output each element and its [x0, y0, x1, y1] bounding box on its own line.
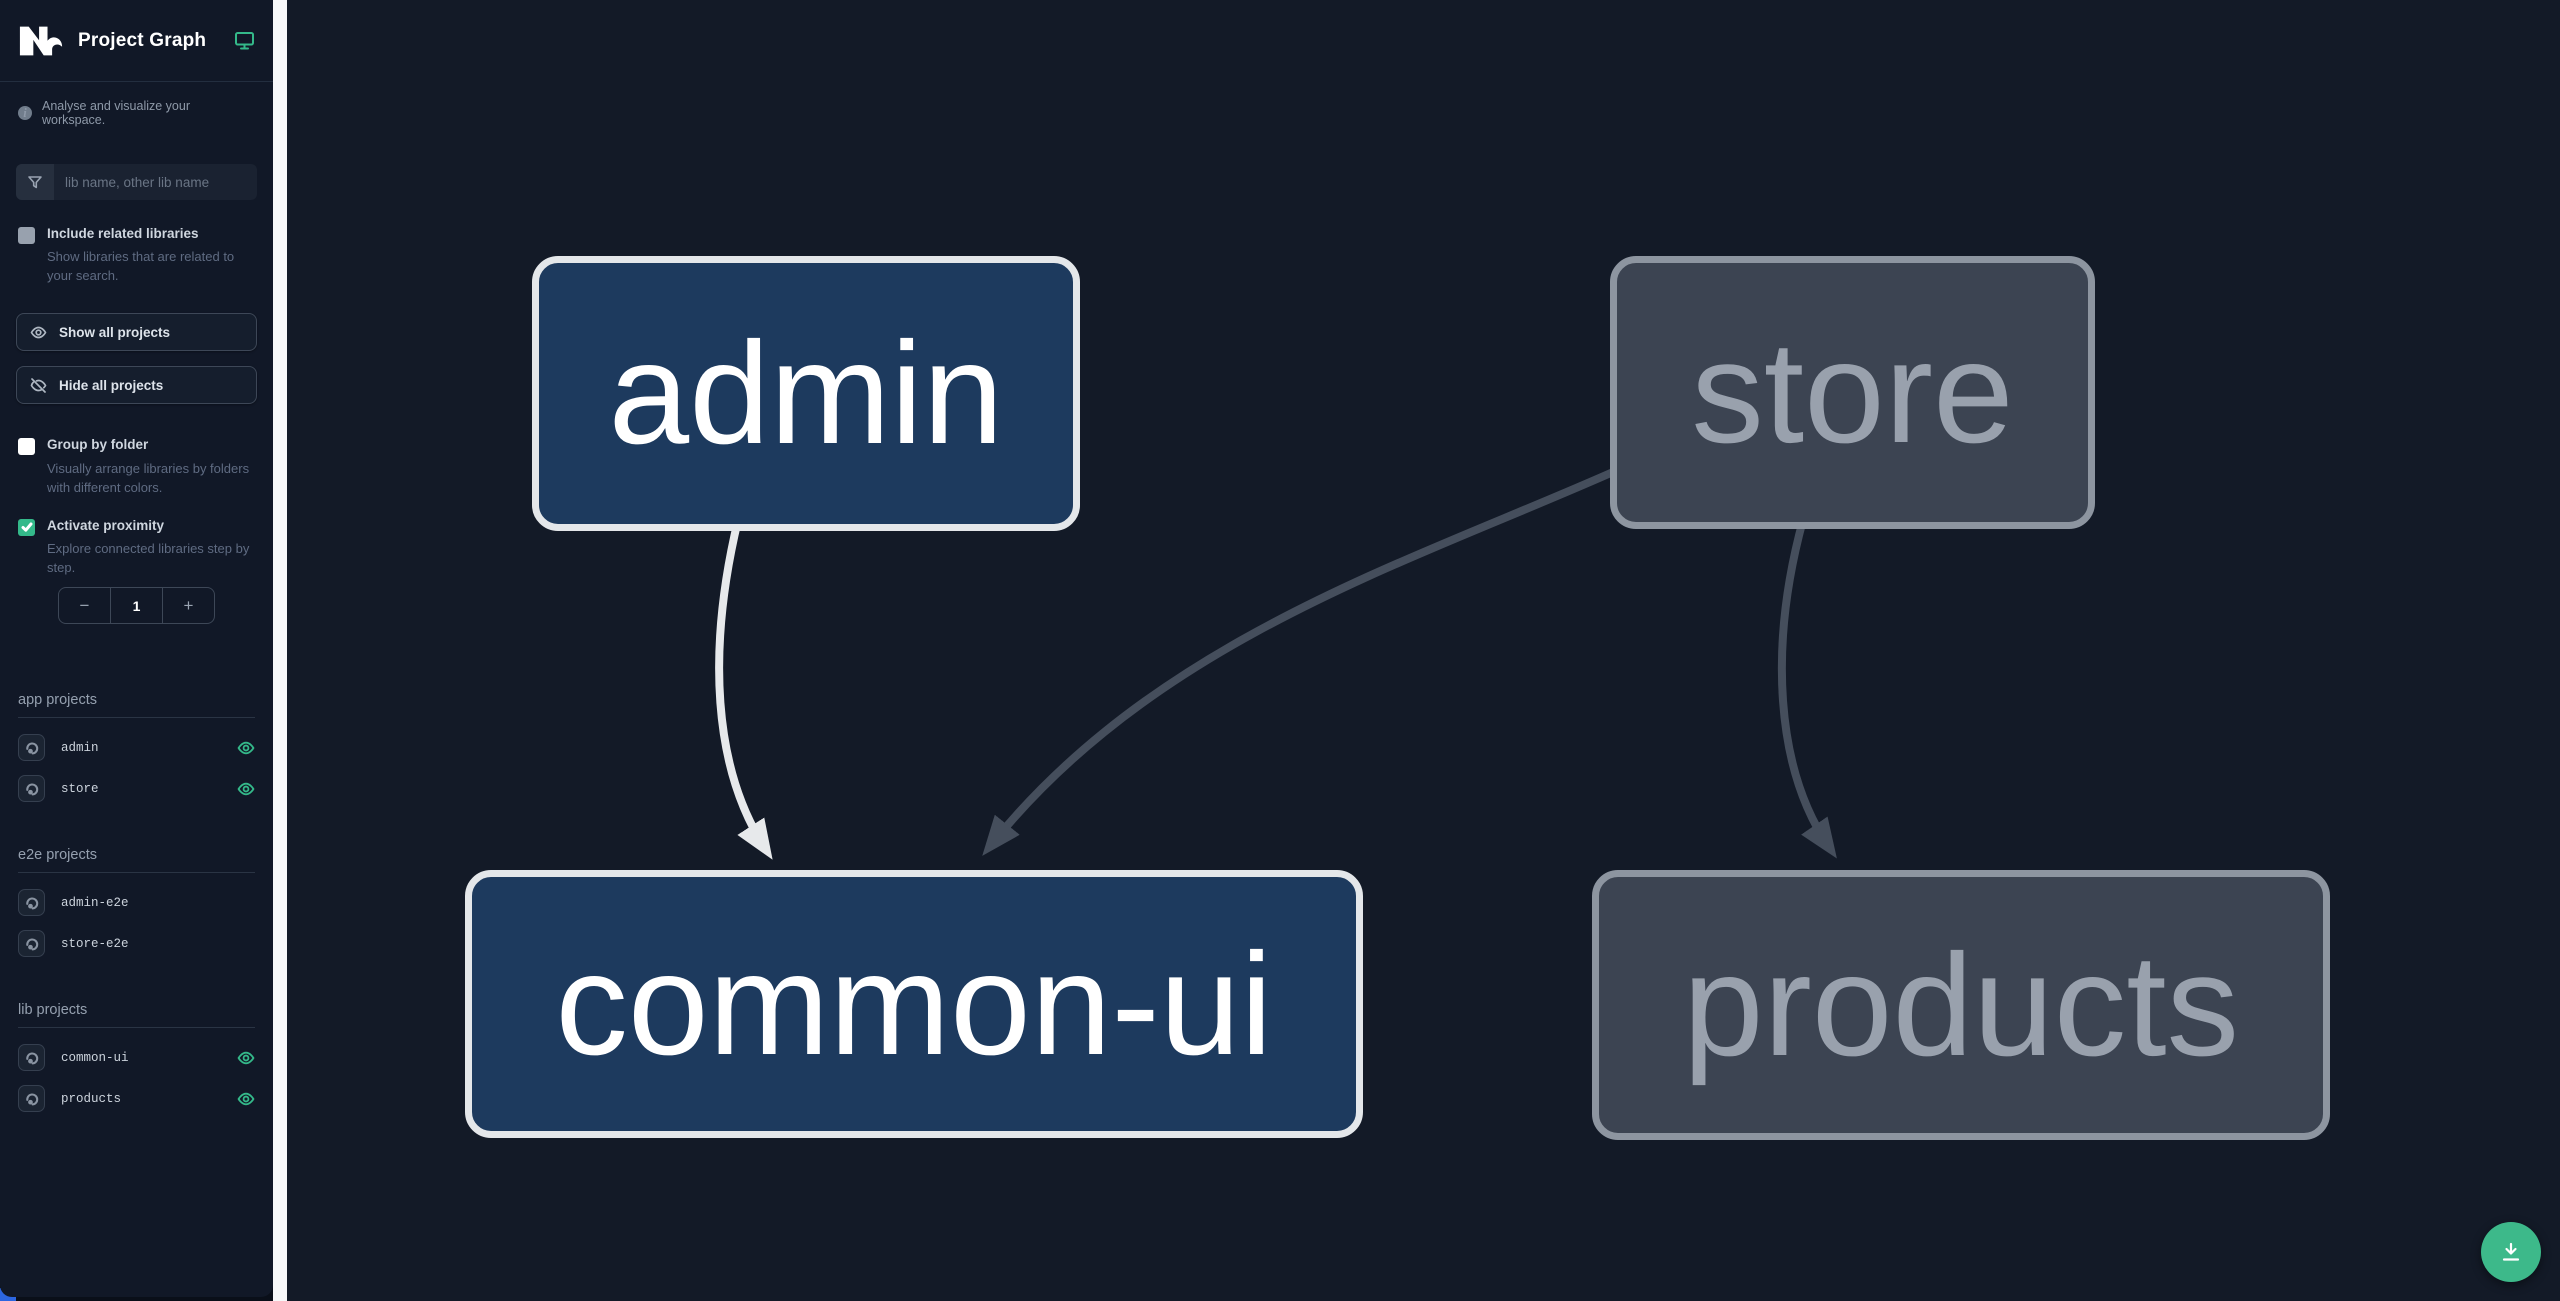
- section-app-projects: app projects admin s: [0, 692, 273, 809]
- search-input[interactable]: [54, 164, 257, 200]
- option-label: Activate proximity: [47, 517, 165, 533]
- section-title: app projects: [18, 692, 255, 719]
- project-icon: [26, 1093, 39, 1106]
- graph-node-admin[interactable]: admin: [532, 256, 1080, 531]
- project-row-store[interactable]: store: [0, 768, 273, 809]
- option-activate-proximity: Activate proximity Explore connected lib…: [0, 518, 273, 577]
- option-description: Explore connected libraries step by step…: [47, 541, 250, 576]
- project-name: products: [61, 1091, 122, 1106]
- option-group-by-folder: Group by folder Visually arrange librari…: [0, 437, 273, 496]
- option-description: Visually arrange libraries by folders wi…: [47, 460, 250, 495]
- project-name: common-ui: [61, 1050, 129, 1065]
- visibility-eye-toggle[interactable]: [237, 1049, 255, 1067]
- node-label: common-ui: [555, 922, 1273, 1085]
- option-include-related: Include related libraries Show libraries…: [0, 226, 273, 285]
- node-label: store: [1691, 311, 2014, 473]
- eye-icon: [237, 741, 255, 754]
- activate-proximity-checkbox[interactable]: [18, 518, 35, 536]
- edge-store-to-common-ui: [982, 464, 1624, 856]
- filter-icon: [16, 164, 54, 200]
- graph-node-products[interactable]: products: [1592, 870, 2330, 1140]
- monitor-icon: [235, 32, 254, 50]
- eye-off-icon: [30, 378, 47, 393]
- visibility-eye-toggle[interactable]: [237, 1090, 255, 1108]
- tagline-text: Analyse and visualize your workspace.: [42, 99, 190, 127]
- search-box: [16, 164, 257, 200]
- eye-icon: [237, 1092, 255, 1105]
- project-name: admin-e2e: [61, 895, 129, 910]
- info-icon: i: [18, 106, 32, 120]
- eye-icon: [237, 782, 255, 795]
- option-description: Show libraries that are related to your …: [47, 249, 235, 284]
- tagline: i Analyse and visualize your workspace.: [0, 82, 273, 127]
- project-name: store: [61, 781, 99, 796]
- node-label: products: [1682, 923, 2240, 1086]
- project-focus-button[interactable]: [18, 1044, 45, 1072]
- eye-icon: [30, 326, 47, 339]
- project-row-products[interactable]: products: [0, 1078, 273, 1119]
- theme-monitor-button[interactable]: [234, 30, 255, 51]
- project-icon: [26, 783, 39, 796]
- graph-node-store[interactable]: store: [1610, 256, 2095, 529]
- project-row-admin[interactable]: admin: [0, 727, 273, 768]
- project-focus-button[interactable]: [18, 775, 45, 803]
- sidebar: Project Graph i Analyse and visualize yo…: [0, 0, 273, 1297]
- option-label: Group by folder: [47, 437, 149, 453]
- include-related-checkbox[interactable]: [18, 227, 35, 244]
- project-row-admin-e2e[interactable]: admin-e2e: [0, 882, 273, 923]
- proximity-value: 1: [110, 588, 163, 624]
- project-icon: [26, 1052, 39, 1065]
- group-by-folder-checkbox[interactable]: [18, 438, 35, 456]
- project-row-store-e2e[interactable]: store-e2e: [0, 923, 273, 964]
- project-focus-button[interactable]: [18, 889, 45, 917]
- project-focus-button[interactable]: [18, 930, 45, 958]
- section-e2e-projects: e2e projects admin-e2e store-e2e: [0, 847, 273, 964]
- project-name: admin: [61, 740, 99, 755]
- graph-node-common-ui[interactable]: common-ui: [465, 870, 1363, 1138]
- project-focus-button[interactable]: [18, 1085, 45, 1113]
- visibility-eye-toggle[interactable]: [237, 739, 255, 757]
- show-all-projects-button[interactable]: Show all projects: [16, 313, 257, 352]
- section-lib-projects: lib projects common-ui: [0, 1002, 273, 1119]
- sidebar-resizer-handle[interactable]: [273, 0, 287, 1301]
- eye-icon: [237, 1051, 255, 1064]
- project-icon: [26, 897, 39, 910]
- check-icon: [21, 522, 32, 533]
- nx-logo-icon: [19, 26, 63, 55]
- proximity-decrement-button[interactable]: −: [59, 588, 110, 623]
- page-title: Project Graph: [78, 29, 207, 51]
- edge-admin-to-common-ui: [715, 519, 773, 860]
- proximity-increment-button[interactable]: +: [163, 588, 214, 623]
- edge-store-to-products: [1777, 518, 1837, 859]
- project-name: store-e2e: [61, 936, 129, 951]
- section-title: e2e projects: [18, 847, 255, 874]
- option-label: Include related libraries: [47, 226, 199, 241]
- project-icon: [26, 938, 39, 951]
- section-title: lib projects: [18, 1002, 255, 1029]
- graph-canvas[interactable]: admin store common-ui products: [287, 0, 2560, 1301]
- dependency-edges: [715, 464, 1837, 860]
- hide-all-label: Hide all projects: [59, 377, 164, 393]
- project-row-common-ui[interactable]: common-ui: [0, 1037, 273, 1078]
- show-all-label: Show all projects: [59, 324, 171, 340]
- sidebar-header: Project Graph: [0, 0, 273, 82]
- project-icon: [26, 742, 39, 755]
- project-focus-button[interactable]: [18, 734, 45, 762]
- node-label: admin: [608, 312, 1004, 474]
- hide-all-projects-button[interactable]: Hide all projects: [16, 366, 257, 405]
- proximity-stepper: − 1 +: [58, 587, 215, 625]
- download-icon: [2502, 1242, 2520, 1261]
- visibility-eye-toggle[interactable]: [237, 780, 255, 798]
- download-graph-button[interactable]: [2481, 1222, 2541, 1282]
